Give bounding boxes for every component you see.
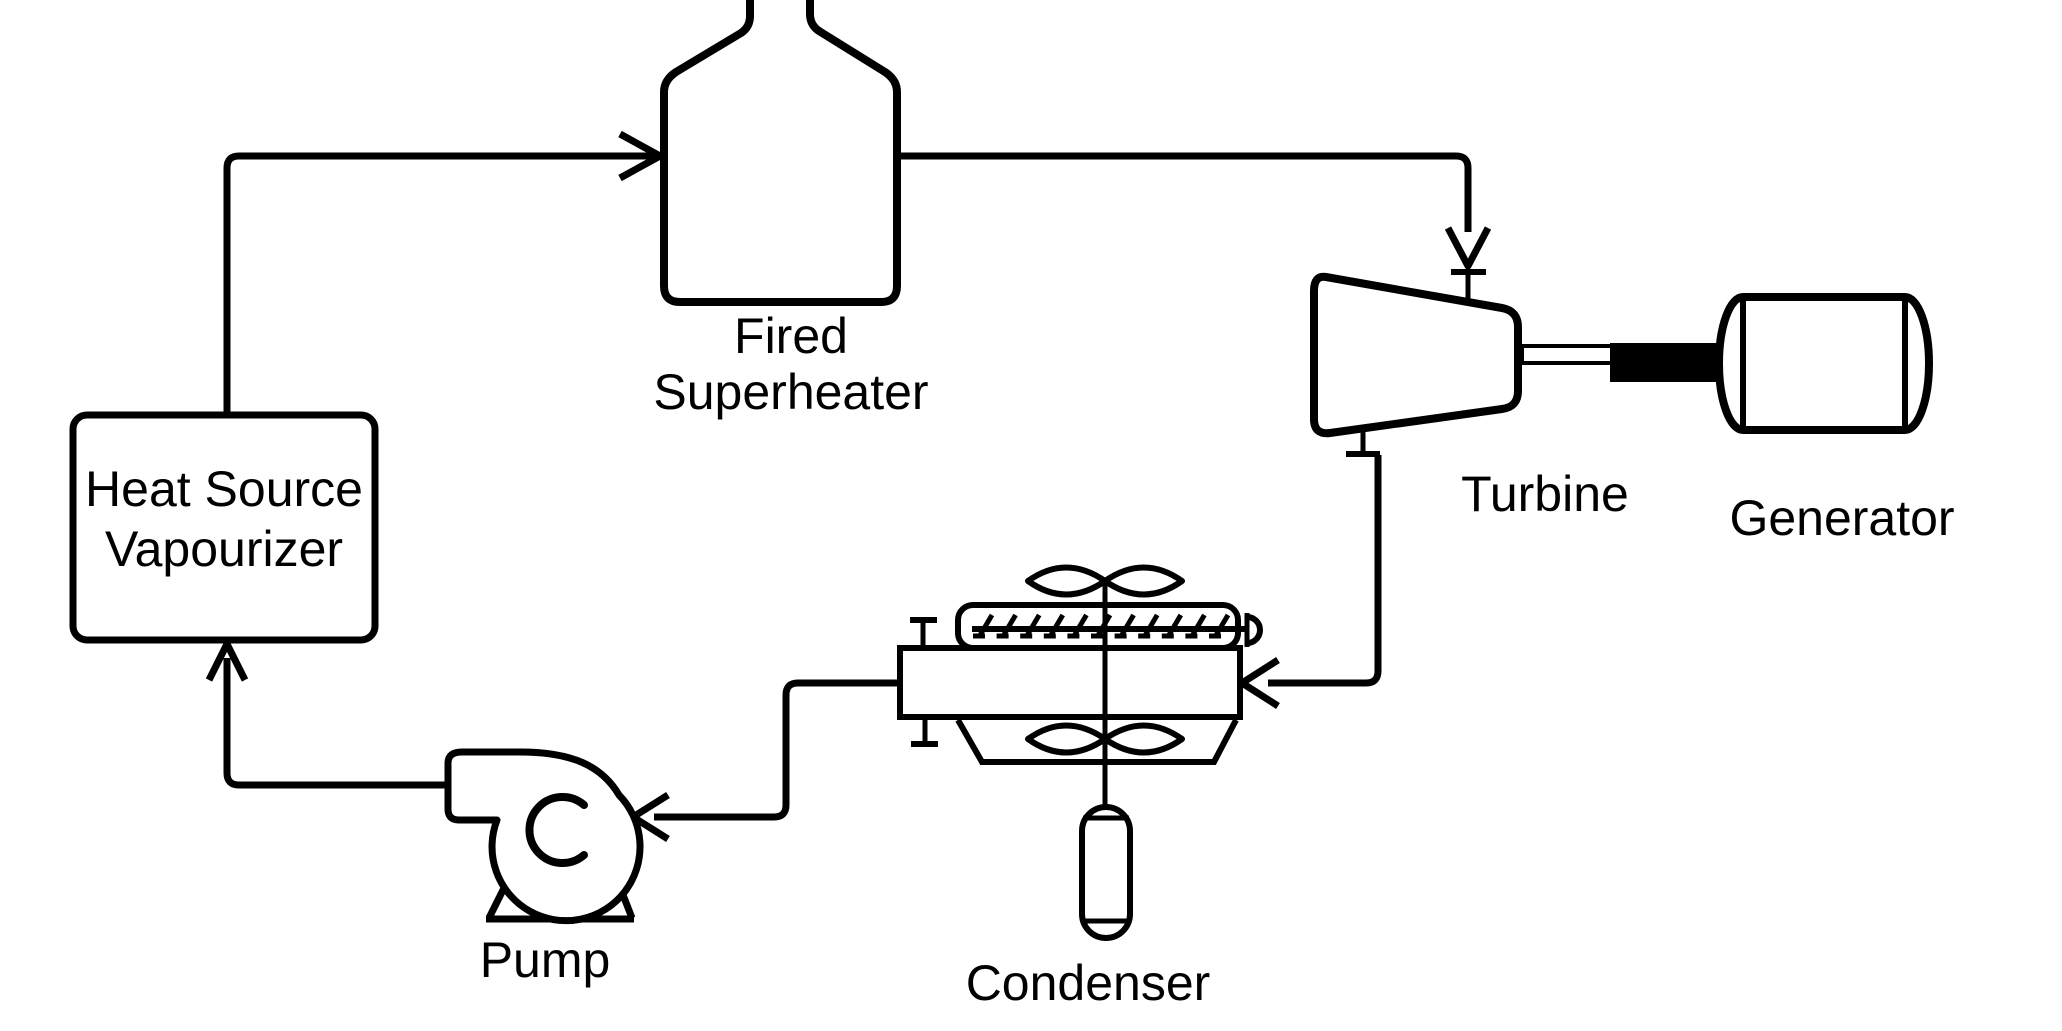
pipe-vapourizer-to-superheater: [223, 152, 654, 415]
condenser-body: [897, 645, 1243, 720]
pump-casing: [444, 748, 644, 925]
turbine-label: Turbine: [1461, 466, 1629, 522]
pipe-pump-to-vapourizer: [223, 658, 450, 789]
turbine-shaft: [1520, 344, 1616, 365]
condenser: Condenser: [897, 564, 1263, 1011]
generator-body: [1715, 293, 1933, 434]
pump-label: Pump: [480, 932, 611, 988]
condenser-bottom-fan: [1025, 722, 1185, 756]
turbine-body: [1310, 272, 1522, 438]
condenser-receiver-drum: [1079, 804, 1133, 941]
pump: Pump: [444, 748, 644, 988]
turbine: Turbine: [1310, 272, 1629, 522]
generator-label: Generator: [1729, 490, 1954, 546]
fan-blade: [1102, 722, 1185, 756]
condenser-tube-end-cap: [1246, 614, 1263, 646]
vapourizer-label-line2: Vapourizer: [105, 521, 343, 577]
pump-impeller-icon: [525, 793, 588, 867]
pipe-turbine-to-condenser: [1268, 455, 1382, 687]
superheater-vessel: [660, 0, 901, 306]
arrowhead-into-vapourizer: [205, 640, 249, 682]
condenser-top-fan: [1025, 564, 1185, 598]
fan-blade: [1102, 564, 1185, 598]
pipe-superheater-to-turbine: [897, 152, 1472, 232]
fan-blade: [1025, 722, 1108, 756]
vapourizer-box: [69, 411, 379, 644]
condenser-skirt: [955, 718, 1239, 765]
condenser-label: Condenser: [966, 955, 1211, 1011]
shaft-coupling: [1610, 343, 1720, 382]
vapourizer-label-line1: Heat Source: [85, 461, 363, 517]
fan-blade: [1025, 564, 1108, 598]
superheater-label-line1: Fired: [734, 308, 848, 364]
heat-source-vapourizer: Heat Source Vapourizer: [69, 411, 379, 644]
superheater-label-line2: Superheater: [653, 364, 928, 420]
fired-superheater: Fired Superheater: [653, 0, 929, 420]
arrowhead-into-turbine: [1444, 226, 1492, 270]
pipe-condenser-to-pump: [654, 679, 900, 821]
pipe-network: [205, 130, 1492, 842]
generator-assembly: Generator: [1520, 293, 1955, 546]
